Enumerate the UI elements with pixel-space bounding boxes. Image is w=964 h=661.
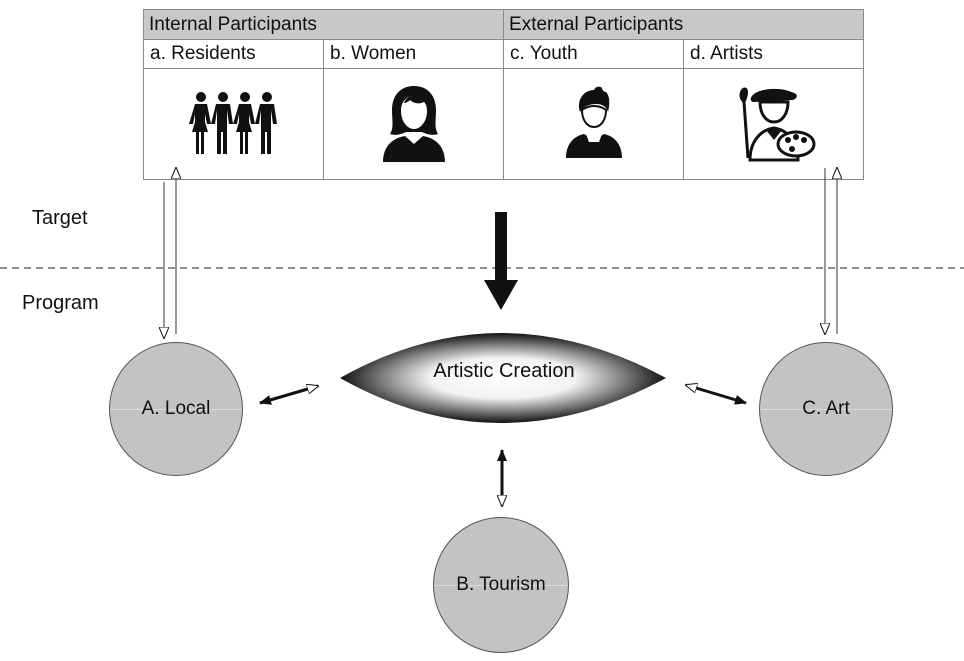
participant-label-artists: d. Artists: [683, 39, 865, 69]
program-label-tourism: B. Tourism: [456, 574, 546, 595]
residents-icon-cell: [143, 68, 324, 180]
participant-label-women: b. Women: [322, 39, 505, 69]
woman-icon: [382, 85, 445, 162]
residents-group-icon: [188, 91, 277, 154]
residents-local-arrows: [164, 168, 176, 338]
program-node-tourism: B. Tourism: [433, 517, 569, 653]
artistic-creation-label: Artistic Creation: [433, 360, 575, 382]
main-down-arrow: [484, 212, 518, 310]
program-label: Program: [22, 292, 99, 314]
participant-label-youth: c. Youth: [503, 39, 685, 69]
women-icon-cell: [322, 68, 505, 180]
external-participants-header: External Participants: [503, 9, 865, 40]
internal-participants-header: Internal Participants: [142, 9, 505, 40]
target-label: Target: [32, 207, 88, 229]
program-label-local: A. Local: [141, 398, 211, 419]
artist-icon: [738, 87, 816, 161]
program-node-local: A. Local: [109, 342, 243, 476]
program-node-art: C. Art: [759, 342, 893, 476]
local-creation-arrow: [260, 386, 318, 403]
artists-icon-cell: [683, 68, 865, 180]
program-label-art: C. Art: [802, 398, 850, 419]
participants-table: Internal Participants External Participa…: [142, 9, 865, 180]
artistic-creation-lens: [340, 333, 666, 423]
art-creation-arrow: [686, 385, 746, 403]
artists-art-arrows: [825, 168, 837, 334]
youth-icon-cell: [503, 68, 685, 180]
youth-icon: [565, 86, 622, 158]
